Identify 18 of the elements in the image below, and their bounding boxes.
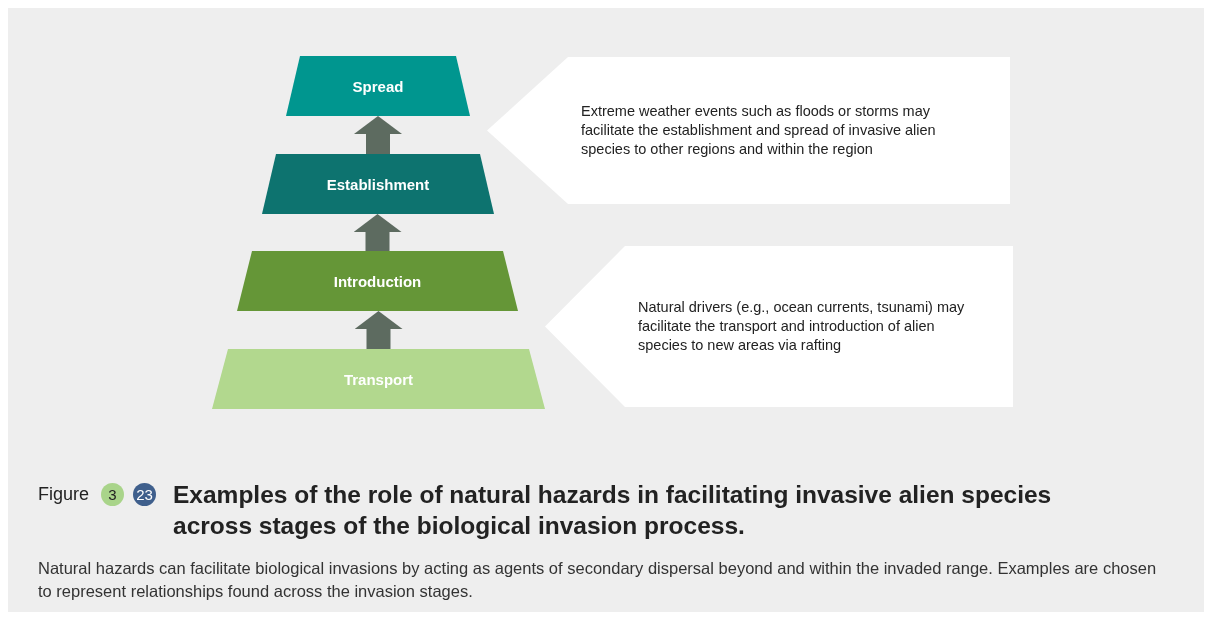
stage-trapezoid — [212, 349, 545, 409]
stage-label: Introduction — [333, 272, 422, 290]
figure-label: Figure — [38, 484, 90, 505]
stage-label: Spread — [352, 77, 404, 95]
block-arrow — [354, 116, 402, 154]
stage-label: Establishment — [326, 175, 430, 193]
figure-title: Examples of the role of natural hazards in facilitating invasive alien species across stages of the biological invasion process. — [173, 480, 1053, 541]
callout-box — [545, 246, 1013, 407]
block-arrow — [353, 214, 402, 251]
stage-trapezoid — [262, 154, 494, 214]
stage-trapezoid — [286, 56, 470, 116]
stage-label: Transport — [343, 370, 414, 388]
callout-text: Extreme weather events such as floods or storms may facilitate the establishment and spread of invasive alien species to other regions and within the region — [581, 102, 937, 159]
callout-text: Natural drivers (e.g., ocean currents, tsunami) may facilitate the transport and introduction of alien species to new areas via rafting — [638, 298, 966, 355]
callout-box — [487, 57, 1010, 204]
figure-caption: Natural hazards can facilitate biological invasions by acting as agents of secondary dispersal beyond and within the invaded range. Examples are chosen to represent relationships found across the invasion stages. — [38, 558, 1158, 602]
stage-trapezoid — [237, 251, 518, 311]
block-arrow — [354, 311, 403, 349]
